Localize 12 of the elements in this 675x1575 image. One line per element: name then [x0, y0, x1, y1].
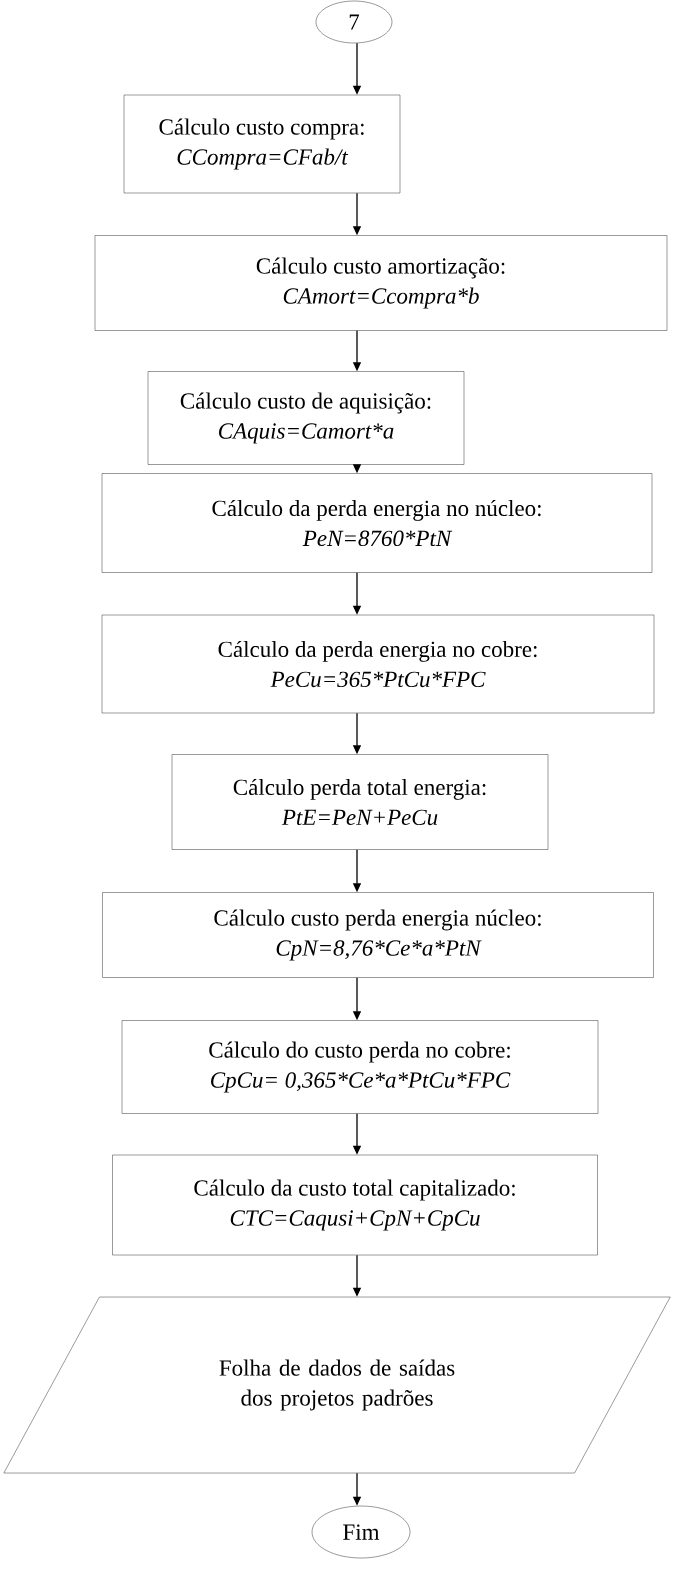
terminal-oval: Fim [311, 1505, 411, 1559]
process-box: Cálculo do custo perda no cobre: CpCu= 0,365*Ce*a*PtCu*FPC [121, 1020, 599, 1114]
process-box: Cálculo custo perda energia núcleo: CpN=8,76*Ce*a*PtN [102, 892, 654, 978]
process-box: Cálculo da perda energia no núcleo: PeN=8760*PtN [101, 473, 653, 573]
terminal-oval: 7 [315, 0, 393, 44]
process-box: Cálculo custo compra: CCompra=CFab/t [123, 94, 401, 194]
output-parallelogram: Folha de dados de saídas dos projetos padrões [3, 1296, 671, 1474]
process-box: Cálculo da custo total capitalizado: CTC=Caqusi+CpN+CpCu [112, 1154, 598, 1256]
process-box: Cálculo da perda energia no cobre: PeCu=365*PtCu*FPC [101, 614, 655, 714]
process-box: Cálculo custo de aquisição: CAquis=Camort*a [147, 371, 465, 465]
process-box: Cálculo perda total energia: PtE=PeN+PeCu [171, 754, 549, 850]
process-box: Cálculo custo amortização: CAmort=Ccompra*b [94, 235, 668, 331]
